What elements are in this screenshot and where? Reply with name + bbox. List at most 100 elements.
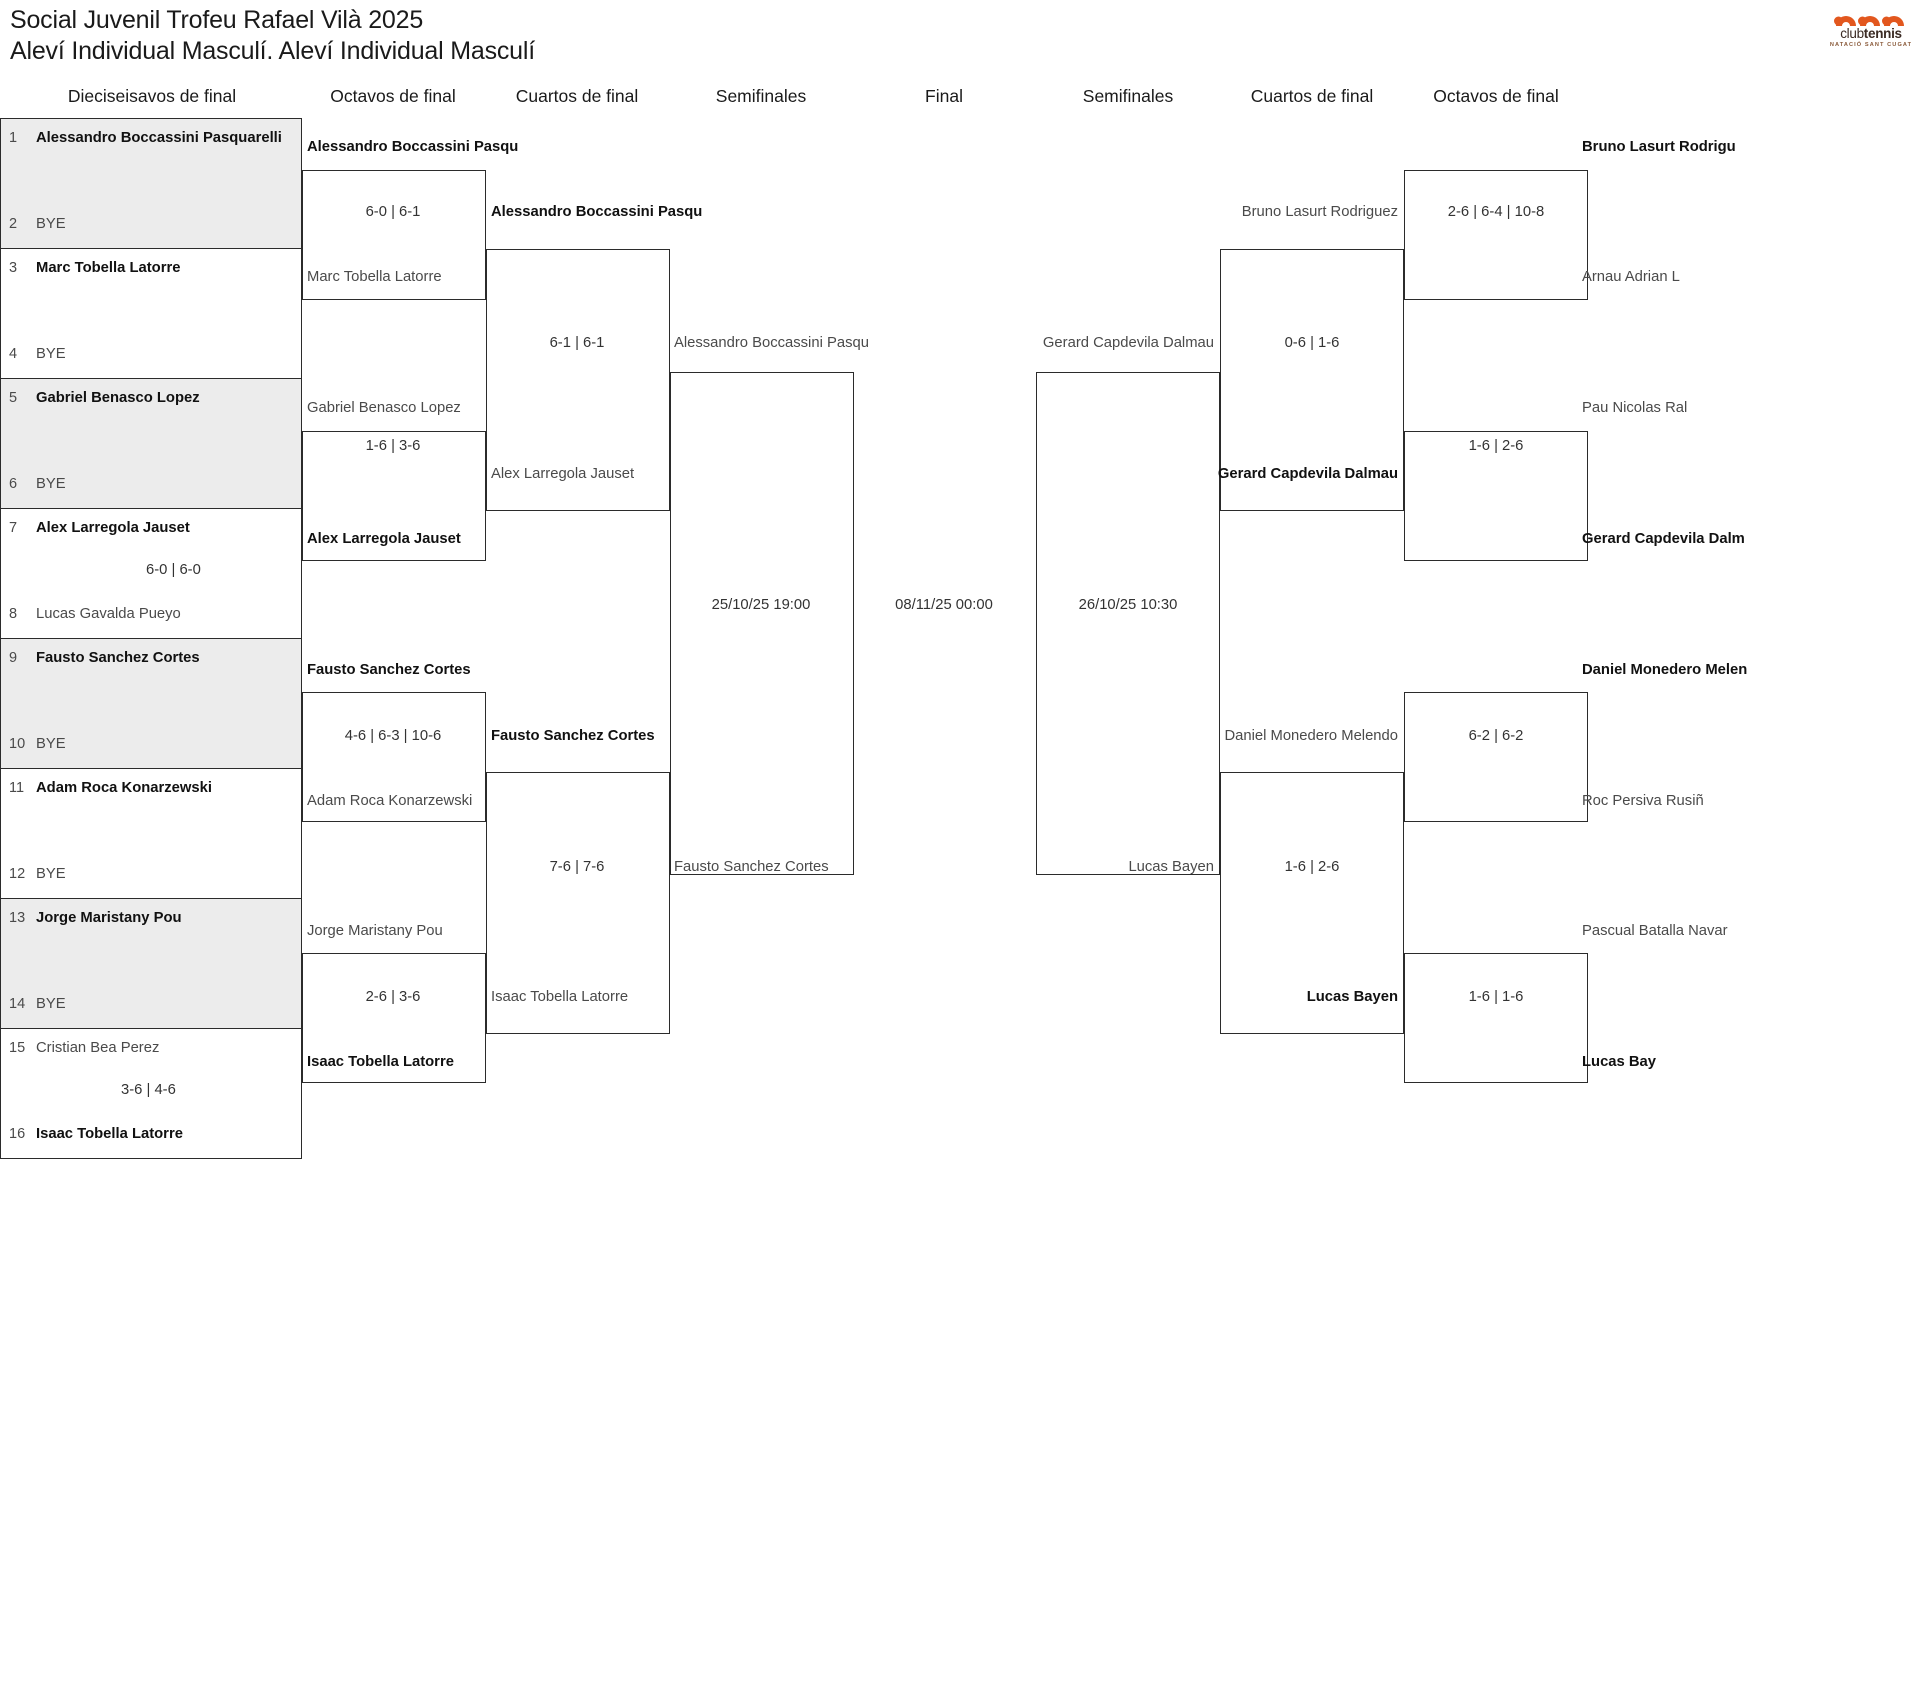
- connector-l3-1: [486, 249, 670, 511]
- round1-score: 3-6 | 4-6: [121, 1082, 176, 1098]
- player-left-r3-1: Alessandro Boccassini Pasqu: [491, 204, 703, 220]
- player-left-r4-2: Fausto Sanchez Cortes: [674, 859, 829, 875]
- tournament-title: Social Juvenil Trofeu Rafael Vilà 2025: [10, 6, 424, 34]
- player-right-r3-4: Lucas Bayen: [1306, 989, 1398, 1005]
- seed-player-name: BYE: [36, 476, 66, 492]
- player-left-r2-1: Alessandro Boccassini Pasqu: [307, 139, 519, 155]
- tournament-category: Aleví Individual Masculí. Aleví Individu…: [10, 37, 535, 65]
- match-date-2: 08/11/25 00:00: [895, 597, 993, 613]
- seed-number: 5: [9, 390, 18, 406]
- seed-player-name: Isaac Tobella Latorre: [36, 1126, 183, 1142]
- player-right-r4-5: Daniel Monedero Melen: [1582, 662, 1748, 678]
- logo-word-club: club: [1840, 26, 1864, 41]
- round-header-6: Semifinales: [1082, 86, 1174, 106]
- player-right-r3-2: Gerard Capdevila Dalmau: [1217, 466, 1398, 482]
- seed-number: 11: [9, 780, 25, 796]
- seed-pair-3[interactable]: 5 Gabriel Benasco Lopez 6 BYE: [0, 378, 302, 509]
- connector-l2-1: [302, 170, 486, 300]
- player-left-r3-4: Isaac Tobella Latorre: [491, 989, 629, 1005]
- player-left-r2-7: Jorge Maristany Pou: [307, 923, 443, 939]
- logo-subtitle: NATACIÓ SANT CUGAT: [1829, 42, 1913, 48]
- seed-player-name: BYE: [36, 866, 66, 882]
- seed-player-name: BYE: [36, 346, 66, 362]
- match-date-1: 25/10/25 19:00: [711, 597, 811, 613]
- seed-player-name: Gabriel Benasco Lopez: [36, 390, 200, 406]
- player-right-r4-8: Lucas Bay: [1582, 1054, 1657, 1070]
- player-left-r3-3: Fausto Sanchez Cortes: [491, 728, 655, 744]
- player-left-r2-3: Gabriel Benasco Lopez: [307, 400, 461, 416]
- seed-number: 2: [9, 216, 18, 232]
- round-header-8: Octavos de final: [1433, 86, 1559, 106]
- seed-player-name: Alex Larregola Jauset: [36, 520, 190, 536]
- player-right-r4-6: Roc Persiva Rusiñ: [1582, 793, 1704, 809]
- score-right-r3-2: 1-6 | 2-6: [1284, 859, 1340, 875]
- connector-r3-2: [1220, 772, 1404, 1034]
- connector-l2-3: [302, 692, 486, 822]
- seed-entry: 7 Alex Larregola Jauset: [9, 519, 293, 537]
- player-left-r2-8: Isaac Tobella Latorre: [307, 1054, 454, 1070]
- connector-l2-2: [302, 431, 486, 561]
- player-left-r2-6: Adam Roca Konarzewski: [307, 793, 473, 809]
- logo-wordmark: clubtennis: [1840, 27, 1902, 41]
- seed-entry: 6 BYE: [9, 475, 293, 493]
- round1-score: 6-0 | 6-0: [146, 562, 201, 578]
- player-left-r2-2: Marc Tobella Latorre: [307, 269, 442, 285]
- seed-entry: 2 BYE: [9, 215, 293, 233]
- seed-entry: 16 Isaac Tobella Latorre: [9, 1125, 293, 1143]
- player-right-r4-2: Arnau Adrian L: [1582, 269, 1680, 285]
- seed-player-name: Marc Tobella Latorre: [36, 260, 181, 276]
- logo-word-tennis: tennis: [1863, 26, 1902, 41]
- score-left-r2-1: 6-0 | 6-1: [365, 204, 421, 220]
- seed-entry: 8 Lucas Gavalda Pueyo: [9, 605, 293, 623]
- connector-r4-1: [1036, 372, 1220, 875]
- round-header-4: Semifinales: [715, 86, 807, 106]
- score-left-r2-4: 2-6 | 3-6: [365, 989, 421, 1005]
- connector-r3-1: [1220, 249, 1404, 511]
- player-right-r4-1: Bruno Lasurt Rodrigu: [1582, 139, 1736, 155]
- player-right-r4-7: Pascual Batalla Navar: [1582, 923, 1728, 939]
- score-right-r4-4: 1-6 | 1-6: [1468, 989, 1524, 1005]
- player-left-r2-5: Fausto Sanchez Cortes: [307, 662, 471, 678]
- seed-player-name: Lucas Gavalda Pueyo: [36, 606, 181, 622]
- seed-number: 3: [9, 260, 18, 276]
- seed-entry: 5 Gabriel Benasco Lopez: [9, 389, 293, 407]
- seed-number: 14: [9, 996, 26, 1012]
- player-left-r4-1: Alessandro Boccassini Pasqu: [674, 335, 869, 351]
- seed-pair-4[interactable]: 7 Alex Larregola Jauset 8 Lucas Gavalda Pue…: [0, 508, 302, 639]
- connector-r2-2: [1404, 431, 1588, 561]
- score-right-r4-3: 6-2 | 6-2: [1468, 728, 1524, 744]
- page-title: Social Juvenil Trofeu Rafael Vilà 2025 A…: [10, 5, 535, 67]
- seed-player-name: BYE: [36, 216, 66, 232]
- player-right-r3-3: Daniel Monedero Melendo: [1224, 728, 1398, 744]
- seed-player-name: BYE: [36, 736, 66, 752]
- seed-number: 7: [9, 520, 18, 536]
- seed-player-name: Cristian Bea Perez: [36, 1040, 160, 1056]
- score-right-r4-2: 1-6 | 2-6: [1468, 438, 1524, 454]
- score-left-r3-2: 7-6 | 7-6: [549, 859, 605, 875]
- seed-number: 6: [9, 476, 18, 492]
- seed-number: 8: [9, 606, 18, 622]
- club-tennis-logo: clubtennis NATACIÓ SANT CUGAT: [1830, 4, 1912, 56]
- score-left-r2-2: 1-6 | 3-6: [365, 438, 421, 454]
- round-header-7: Cuartos de final: [1250, 86, 1374, 106]
- round-header-5: Final: [925, 86, 963, 106]
- seed-number: 16: [9, 1126, 26, 1142]
- seed-player-name: Alessandro Boccassini Pasquarelli: [36, 130, 282, 146]
- round-header-3: Cuartos de final: [515, 86, 639, 106]
